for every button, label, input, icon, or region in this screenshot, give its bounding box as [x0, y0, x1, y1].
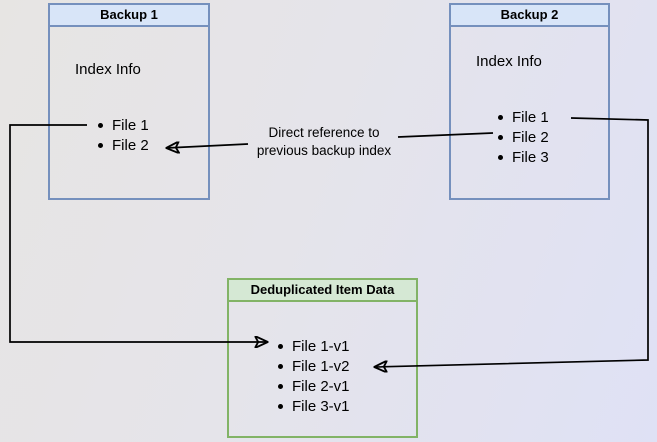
list-item: File 3-v1: [278, 396, 350, 416]
backup2-title: Backup 2: [451, 5, 608, 27]
backup1-file-list: File 1 File 2: [98, 115, 149, 155]
list-item-label: File 1-v1: [292, 337, 350, 355]
annotation-line1: Direct reference to: [268, 125, 380, 140]
bullet-icon: [498, 114, 503, 120]
list-item: File 1-v1: [278, 336, 350, 356]
list-item: File 1: [498, 107, 549, 127]
dedup-title: Deduplicated Item Data: [229, 280, 416, 302]
backup2-box: Backup 2: [449, 3, 610, 200]
list-item-label: File 1: [112, 116, 149, 134]
list-item: File 2-v1: [278, 376, 350, 396]
backup1-box: Backup 1: [48, 3, 210, 200]
list-item-label: File 1-v2: [292, 357, 350, 375]
list-item-label: File 3: [512, 148, 549, 166]
bullet-icon: [498, 154, 503, 160]
bullet-icon: [278, 403, 283, 409]
bullet-icon: [498, 134, 503, 140]
list-item-label: File 2: [512, 128, 549, 146]
bullet-icon: [98, 122, 103, 128]
annotation-line2: previous backup index: [256, 143, 392, 158]
backup1-index-info-label: Index Info: [75, 61, 141, 78]
list-item-label: File 2-v1: [292, 377, 350, 395]
list-item-label: File 1: [512, 108, 549, 126]
list-item: File 1: [98, 115, 149, 135]
backup2-file-list: File 1 File 2 File 3: [498, 107, 549, 167]
backup1-title: Backup 1: [50, 5, 208, 27]
list-item: File 2: [98, 135, 149, 155]
bullet-icon: [278, 343, 283, 349]
bullet-icon: [98, 142, 103, 148]
dedup-file-list: File 1-v1 File 1-v2 File 2-v1 File 3-v1: [278, 336, 350, 416]
list-item: File 1-v2: [278, 356, 350, 376]
direct-reference-annotation: Direct reference to previous backup inde…: [238, 124, 410, 160]
backup2-index-info-label: Index Info: [476, 53, 542, 70]
bullet-icon: [278, 363, 283, 369]
list-item-label: File 3-v1: [292, 397, 350, 415]
list-item: File 2: [498, 127, 549, 147]
bullet-icon: [278, 383, 283, 389]
list-item: File 3: [498, 147, 549, 167]
list-item-label: File 2: [112, 136, 149, 154]
dedup-box: Deduplicated Item Data: [227, 278, 418, 438]
